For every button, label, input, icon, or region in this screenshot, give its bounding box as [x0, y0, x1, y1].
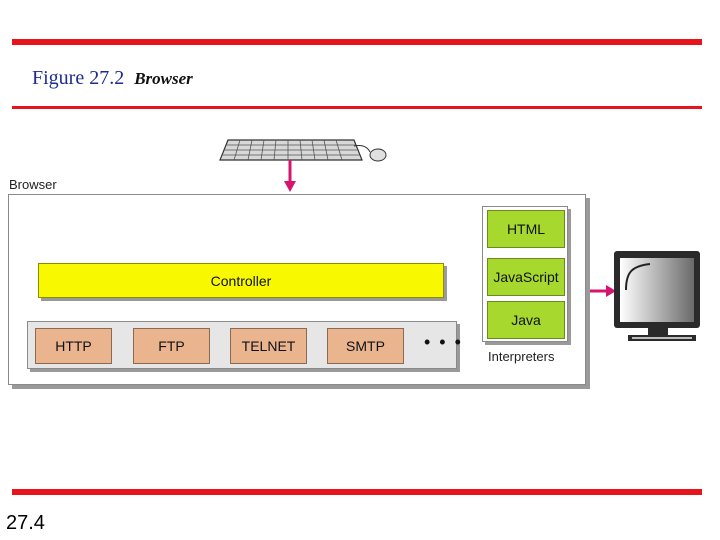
interpreters-label: Interpreters — [488, 349, 555, 364]
more-protocols-ellipsis: • • • — [424, 332, 463, 352]
interpreter-javascript: JavaScript — [487, 258, 565, 296]
controller-label: Controller — [210, 272, 272, 289]
interpreter-label: Java — [511, 312, 541, 328]
bottom-red-rule — [12, 489, 702, 495]
protocol-label: SMTP — [346, 338, 385, 354]
protocol-label: FTP — [158, 338, 185, 354]
interpreter-label: HTML — [506, 221, 546, 237]
mouse-icon — [369, 148, 387, 162]
interpreter-java: Java — [487, 301, 565, 339]
figure-name: Browser — [134, 69, 193, 88]
top-red-rule — [12, 39, 702, 45]
monitor-icon — [614, 251, 700, 341]
protocol-ftp: FTP — [133, 328, 210, 364]
keyboard-input-arrow — [284, 160, 296, 192]
interpreter-html: HTML — [487, 210, 565, 248]
controller-box: Controller — [38, 263, 444, 298]
protocol-label: TELNET — [241, 338, 296, 354]
figure-title: Figure 27.2 Browser — [32, 67, 193, 90]
protocol-smtp: SMTP — [327, 328, 404, 364]
protocol-telnet: TELNET — [230, 328, 307, 364]
browser-label: Browser — [9, 177, 57, 192]
keyboard-icon — [219, 139, 371, 161]
interpreter-label: JavaScript — [493, 269, 559, 285]
page-number: 27.4 — [6, 512, 45, 534]
figure-number: Figure 27.2 — [32, 67, 125, 89]
protocol-label: HTTP — [55, 338, 92, 354]
title-underline-rule — [12, 106, 702, 109]
protocol-http: HTTP — [35, 328, 112, 364]
display-output-arrow — [585, 285, 616, 297]
